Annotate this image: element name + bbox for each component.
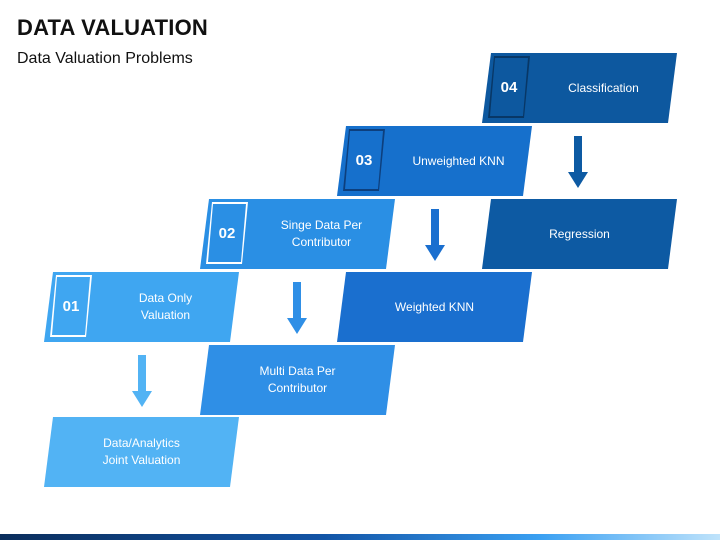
result-02-label: Multi Data Per Contributor (259, 364, 336, 395)
arrow-down-icon (287, 282, 307, 334)
result-03-label: Weighted KNN (394, 299, 475, 314)
arrow-down-icon (425, 209, 445, 261)
result-01-box: Data/Analytics Joint Valuation (44, 417, 239, 487)
step-04-label: Classification (568, 80, 639, 95)
step-02-number: 02 (208, 204, 246, 262)
arrow-down-icon (132, 355, 152, 407)
step-03-number: 03 (345, 131, 383, 189)
step-03-box: 03 Unweighted KNN (337, 126, 532, 196)
step-02-box: 02 Singe Data Per Contributor (200, 199, 395, 269)
arrow-down-icon (568, 136, 588, 188)
step-04-number: 04 (490, 58, 528, 116)
page-title: DATA VALUATION (17, 15, 208, 40)
result-03-box: Weighted KNN (337, 272, 532, 342)
result-04-label: Regression (549, 226, 610, 241)
bottom-accent-bar (0, 534, 720, 540)
step-01-number: 01 (52, 277, 90, 335)
result-01-label: Data/Analytics Joint Valuation (102, 436, 181, 467)
step-02-label: Singe Data Per Contributor (280, 218, 363, 249)
step-04-box: 04 Classification (482, 53, 677, 123)
step-01-box: 01 Data Only Valuation (44, 272, 239, 342)
step-03-label: Unweighted KNN (412, 153, 505, 168)
step-01-label: Data Only Valuation (138, 291, 193, 322)
page-subtitle: Data Valuation Problems (17, 50, 193, 67)
result-04-box: Regression (482, 199, 677, 269)
result-02-box: Multi Data Per Contributor (200, 345, 395, 415)
